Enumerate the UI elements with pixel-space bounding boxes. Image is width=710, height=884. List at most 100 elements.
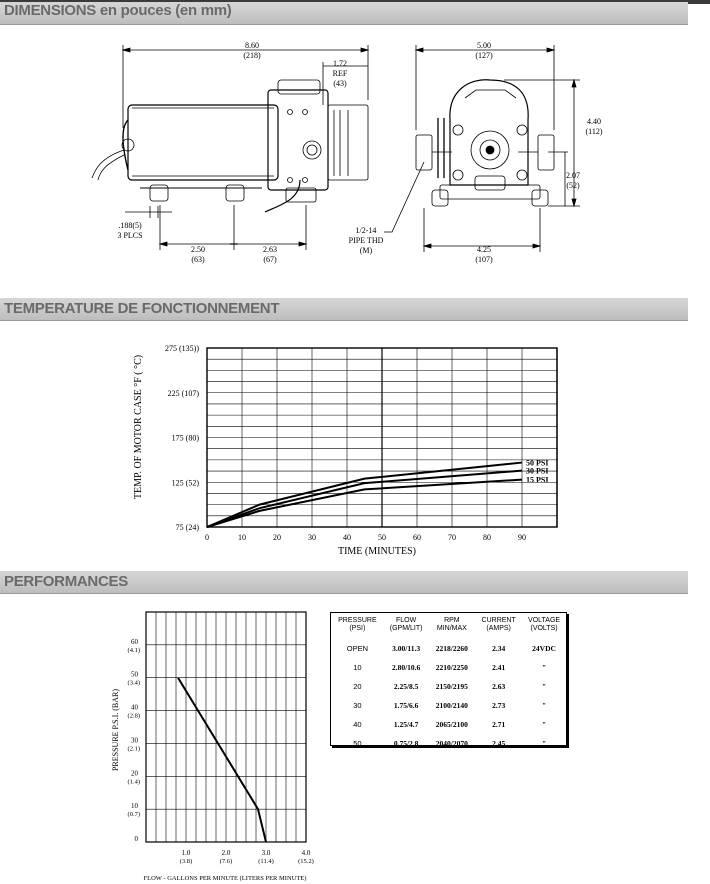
dim-hole-size: .188(5)	[118, 221, 142, 230]
x-tick-label: 40	[343, 533, 351, 542]
series-line	[206, 461, 523, 528]
x-tick-label: 1.0	[182, 849, 191, 857]
y-tick-label: 225 (107)	[168, 389, 200, 398]
temperature-chart-grid	[206, 347, 558, 528]
performance-chart-xlabel: FLOW - GALLONS PER MINUTE (LITERS PER MI…	[144, 875, 307, 882]
series-label: 15 PSI	[526, 476, 548, 485]
dim-ref-label: REF	[333, 69, 348, 78]
y-tick-sublabel: (2.1)	[128, 745, 140, 752]
x-tick-label: 20	[273, 533, 281, 542]
x-tick-label: 3.0	[262, 849, 271, 857]
section-header-temperature: TEMPERATURE DE FONCTIONNEMENT	[0, 298, 688, 321]
x-tick-label: 10	[238, 533, 246, 542]
temperature-chart-xlabel: TIME (MINUTES)	[338, 546, 416, 557]
performance-chart-ylabel: PRESSURE P.S.I. (BAR)	[111, 689, 120, 771]
dim-ref: 1.72	[333, 59, 347, 68]
x-tick-label: 30	[308, 533, 316, 542]
x-tick-label: 4.0	[302, 849, 311, 857]
pump-side-view	[91, 45, 370, 250]
x-tick-label: 90	[518, 533, 526, 542]
performance-chart-series	[177, 677, 267, 843]
dim-port-height-mm: (52)	[566, 181, 580, 190]
section-title: TEMPERATURE DE FONCTIONNEMENT	[4, 300, 280, 317]
y-tick-label: 50	[131, 671, 139, 679]
performance-chart: 1.0(3.8) 2.0(7.6) 3.0(11.4) 4.0(15.2) 0 10(0.…	[111, 611, 314, 882]
y-tick-label: 125 (52)	[172, 478, 200, 487]
header-voltage: VOLTAGE(VOLTS)	[528, 617, 561, 632]
x-tick-label: 2.0	[222, 849, 231, 857]
y-tick-label: 60	[131, 638, 139, 646]
x-tick-label: 70	[448, 533, 456, 542]
dim-port-height: 2.07	[566, 171, 580, 180]
x-tick-label: 80	[483, 533, 491, 542]
header-current: CURRENT(AMPS)	[481, 617, 516, 632]
y-tick-label: 175 (80)	[172, 434, 200, 443]
plot-frame	[206, 347, 558, 528]
pump-dimension-drawing: 8.60 (218) 1.72 REF (43) .188(5) 3 PLCS …	[91, 41, 603, 264]
dim-pipe-type: (M)	[360, 246, 373, 255]
dim-hole-count: 3 PLCS	[117, 231, 142, 240]
x-tick-sublabel: (3.8)	[180, 858, 192, 865]
dim-pipe-label: PIPE THD	[349, 236, 384, 245]
y-tick-label: 275 (135))	[165, 344, 199, 353]
temperature-chart-ylabel: TEMP. OF MOTOR CASE °F ( °C)	[133, 355, 144, 499]
section-title: PERFORMANCES	[4, 573, 128, 590]
x-tick-label: 50	[378, 533, 386, 542]
header-pressure: PRESSURE(PSI)	[338, 617, 377, 632]
dim-base-left: 2.50	[191, 245, 205, 254]
y-tick-label: 75 (24)	[176, 523, 200, 532]
x-tick-label: 0	[205, 533, 209, 542]
y-tick-label: 10	[131, 802, 139, 810]
performance-chart-grid	[145, 611, 307, 843]
temperature-chart-labels: 0 10 20 30 40 50 60 70 80 90 75 (24) 125 (52) 175 (8…	[165, 344, 526, 542]
y-tick-sublabel: (3.4)	[128, 680, 140, 687]
dim-base-right-mm: (67)	[263, 255, 277, 264]
dim-width-mm: (127)	[475, 51, 493, 60]
y-tick-sublabel: (1.4)	[128, 778, 140, 785]
header-flow: FLOW(GPM/LIT)	[389, 617, 423, 632]
x-tick-sublabel: (15.2)	[298, 858, 314, 865]
dim-height-mm: (112)	[585, 127, 602, 136]
plot-frame	[145, 611, 307, 843]
y-tick-sublabel: (0.7)	[128, 811, 140, 818]
dim-base-left-mm: (63)	[191, 255, 205, 264]
dim-length: 8.60	[245, 41, 259, 50]
y-tick-sublabel: (4.1)	[128, 647, 140, 654]
x-tick-sublabel: (7.6)	[220, 858, 232, 865]
section-title: DIMENSIONS en pouces (en mm)	[4, 2, 232, 19]
dim-ref-mm: (43)	[333, 79, 347, 88]
y-tick-label: 0	[135, 835, 139, 843]
y-tick-sublabel: (2.8)	[128, 713, 140, 720]
dim-height: 4.40	[587, 117, 601, 126]
series-line	[206, 478, 523, 528]
dim-foot-span: 4.25	[477, 245, 491, 254]
dim-pipe-size: 1/2-14	[356, 226, 377, 235]
dim-width: 5.00	[477, 41, 491, 50]
y-tick-label: 30	[131, 736, 139, 744]
x-tick-sublabel: (11.4)	[258, 858, 273, 865]
series-line	[206, 469, 523, 528]
y-tick-label: 40	[131, 704, 139, 712]
pump-front-view	[384, 45, 580, 252]
y-tick-label: 20	[131, 769, 139, 777]
dim-base-right: 2.63	[263, 245, 277, 254]
performance-chart-labels: 1.0(3.8) 2.0(7.6) 3.0(11.4) 4.0(15.2) 0 10(0.…	[128, 638, 314, 865]
x-tick-label: 60	[413, 533, 421, 542]
dim-length-mm: (218)	[243, 51, 261, 60]
section-header-dimensions: DIMENSIONS en pouces (en mm)	[0, 2, 688, 25]
section-header-performance: PERFORMANCES	[0, 571, 688, 594]
series-label: 50 PSI	[526, 459, 548, 468]
dim-foot-span-mm: (107)	[475, 255, 493, 264]
series-line	[177, 677, 267, 843]
